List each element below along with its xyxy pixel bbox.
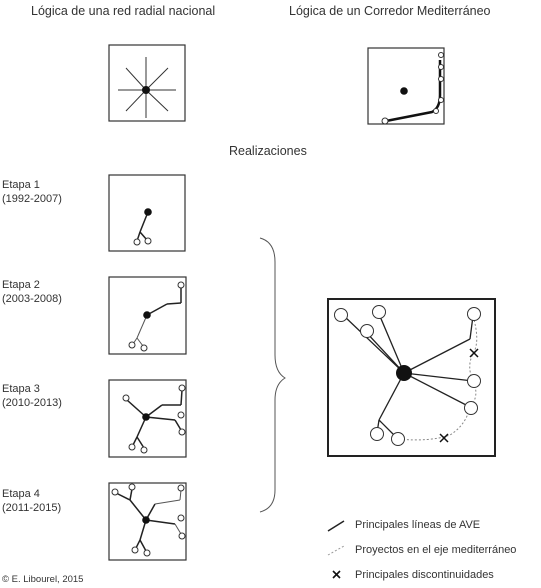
mediterranean-box — [367, 47, 445, 125]
stage-2-diagram — [108, 276, 187, 355]
curly-brace — [259, 237, 286, 513]
legend-discontinuity-symbol — [332, 570, 341, 579]
legend-discontinuities-label: Principales discontinuidades — [355, 569, 494, 581]
center-node — [400, 87, 408, 95]
legend-ave-symbol — [327, 520, 345, 532]
stage-2-label: Etapa 2(2003-2008) — [2, 279, 62, 305]
stage-3-label: Etapa 3(2010-2013) — [2, 383, 62, 409]
legend — [327, 520, 345, 579]
stage-1-label: Etapa 1(1992-2007) — [2, 179, 62, 205]
radial-logic-title: Lógica de una red radial nacional — [31, 4, 216, 18]
stage-4-diagram — [108, 482, 187, 561]
realizations-title: Realizaciones — [229, 144, 307, 158]
synthesis-diagram — [327, 298, 496, 457]
legend-ave-label: Principales líneas de AVE — [355, 519, 481, 531]
radial-logic-diagram — [108, 44, 186, 122]
radial-spokes — [118, 57, 176, 118]
center-node — [142, 86, 150, 94]
credit: © E. Libourel, 2015 — [2, 574, 84, 585]
corridor-line — [385, 60, 442, 123]
mediterranean-logic-diagram — [367, 47, 445, 125]
stage-3-diagram — [108, 379, 187, 458]
radial-box — [108, 44, 186, 122]
mediterranean-logic-title: Lógica de un Corredor Mediterráneo — [289, 4, 491, 18]
stage-1-diagram — [108, 174, 186, 252]
stage-4-label: Etapa 4(2011-2015) — [2, 488, 62, 514]
legend-mediterranean-symbol — [327, 545, 345, 556]
legend-mediterranean-label: Proyectos en el eje mediterráneo — [355, 544, 517, 556]
